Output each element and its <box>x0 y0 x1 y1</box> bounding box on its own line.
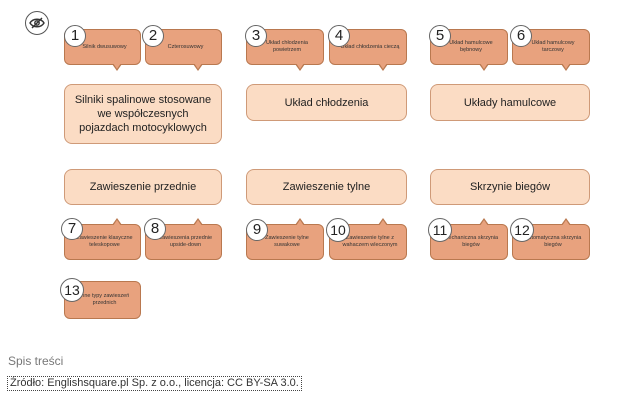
callout-tail <box>193 218 204 226</box>
callout-tail <box>294 63 305 71</box>
sub-node-four-stroke[interactable]: Czterosuwowy <box>145 29 222 71</box>
main-node-label: Układy hamulcowe <box>463 96 557 109</box>
main-node-gearboxes[interactable]: Skrzynie biegów <box>430 169 590 205</box>
sub-node-label: Zawieszenie tylne z wahaczem wleczonym <box>342 235 398 248</box>
main-node-label: Skrzynie biegów <box>469 181 551 193</box>
number-badge: 9 <box>246 219 268 241</box>
callout-tail <box>294 218 305 226</box>
main-node-rear-suspension[interactable]: Zawieszenie tylne <box>246 169 407 205</box>
number-badge: 7 <box>61 218 83 240</box>
callout-tail <box>478 218 489 226</box>
main-node-engines[interactable]: Silniki spalinowe stosowane we współczes… <box>64 84 222 144</box>
sub-node-label: Układ chłodzenia cieczą <box>340 43 400 50</box>
sub-node-label: Automatyczna skrzynia biegów <box>524 235 582 248</box>
main-node-label: Silniki spalinowe stosowane we współczes… <box>74 94 212 134</box>
number-badge: 4 <box>328 25 350 47</box>
sub-node-label: Układ chłodzenia powietrzem <box>266 40 308 53</box>
number-badge: 6 <box>510 25 532 47</box>
main-node-cooling[interactable]: Układ chłodzenia <box>246 84 407 121</box>
sub-node-label: Zawieszenie klasyczne teleskopowe <box>76 235 133 248</box>
callout-tail <box>377 218 388 226</box>
sub-node-label: Układ hamulcowy tarczowy <box>531 40 575 53</box>
sub-node-label: Zawieszenie tylne suwakowe <box>265 235 309 248</box>
sub-node-label: Mechaniczna skrzynia biegów <box>443 235 499 248</box>
table-of-contents-link[interactable]: Spis treści <box>8 354 64 368</box>
number-badge: 5 <box>429 25 451 47</box>
callout-tail <box>478 63 489 71</box>
sub-node-label: Inne typy zawieszeń przednich <box>79 293 130 306</box>
sub-node-label: Układ hamulcowe bębnowy <box>449 40 493 53</box>
callout-tail <box>560 218 571 226</box>
eye-off-icon <box>29 17 45 29</box>
sub-node-label: Zawieszenia przednie upside-down <box>158 235 213 248</box>
main-node-front-suspension[interactable]: Zawieszenie przednie <box>64 169 222 205</box>
callout-tail <box>112 63 123 71</box>
main-node-brakes[interactable]: Układy hamulcowe <box>430 84 590 121</box>
number-badge: 13 <box>60 278 84 302</box>
number-badge: 1 <box>64 25 86 47</box>
number-badge: 12 <box>510 218 534 242</box>
visibility-toggle-button[interactable] <box>25 11 49 35</box>
main-node-label: Układ chłodzenia <box>284 96 369 109</box>
callout-tail <box>193 63 204 71</box>
main-node-label: Zawieszenie przednie <box>89 181 197 193</box>
number-badge: 8 <box>144 218 166 240</box>
number-badge: 10 <box>326 218 350 242</box>
sub-node-label: Silnik dwusuwowy <box>82 43 127 50</box>
number-badge: 2 <box>142 25 164 47</box>
callout-tail <box>112 218 123 226</box>
number-badge: 11 <box>428 218 452 242</box>
main-node-label: Zawieszenie tylne <box>282 181 371 193</box>
number-badge: 3 <box>245 25 267 47</box>
callout-tail <box>377 63 388 71</box>
callout-tail <box>560 63 571 71</box>
sub-node-label: Czterosuwowy <box>167 43 204 50</box>
source-caption: Źródło: Englishsquare.pl Sp. z o.o., lic… <box>7 376 302 391</box>
